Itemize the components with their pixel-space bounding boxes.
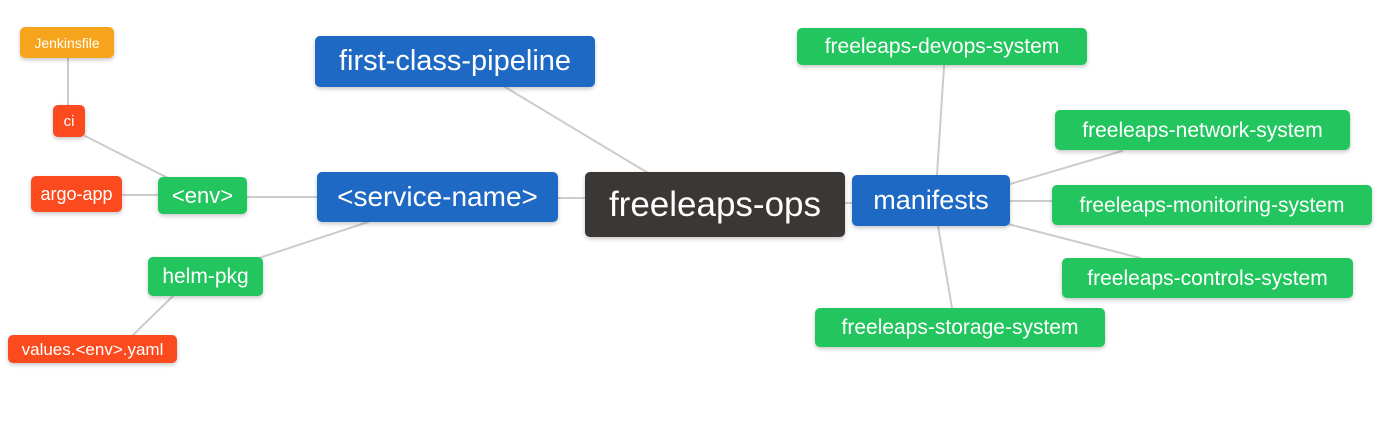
node-jenkinsfile[interactable]: Jenkinsfile xyxy=(20,27,114,58)
node-argo-app[interactable]: argo-app xyxy=(31,176,122,212)
node-freeleaps-network-system[interactable]: freeleaps-network-system xyxy=(1055,110,1350,150)
node-service-name[interactable]: <service-name> xyxy=(317,172,558,222)
edge-manifests-to-freeleaps-devops-system xyxy=(936,65,945,176)
edge-service-name-to-helm-pkg xyxy=(255,221,369,260)
edge-first-class-pipeline-to-freeleaps-ops xyxy=(504,86,649,174)
node-freeleaps-monitoring-system[interactable]: freeleaps-monitoring-system xyxy=(1052,185,1372,225)
node-ci[interactable]: ci xyxy=(53,105,85,137)
node-freeleaps-devops-system[interactable]: freeleaps-devops-system xyxy=(797,28,1087,65)
node-values-env-yaml[interactable]: values.<env>.yaml xyxy=(8,335,177,363)
edge-helm-pkg-to-values-env-yaml xyxy=(131,295,174,337)
node-env[interactable]: <env> xyxy=(158,177,247,214)
node-first-class-pipeline[interactable]: first-class-pipeline xyxy=(315,36,595,87)
node-freeleaps-ops[interactable]: freeleaps-ops xyxy=(585,172,845,237)
edge-manifests-to-freeleaps-network-system xyxy=(1009,150,1123,185)
edge-manifests-to-freeleaps-controls-system xyxy=(1007,223,1141,259)
node-helm-pkg[interactable]: helm-pkg xyxy=(148,257,263,296)
edge-ci-to-env xyxy=(84,135,169,179)
node-manifests[interactable]: manifests xyxy=(852,175,1010,226)
node-freeleaps-storage-system[interactable]: freeleaps-storage-system xyxy=(815,308,1105,347)
node-freeleaps-controls-system[interactable]: freeleaps-controls-system xyxy=(1062,258,1353,298)
edge-manifests-to-freeleaps-storage-system xyxy=(937,225,953,309)
